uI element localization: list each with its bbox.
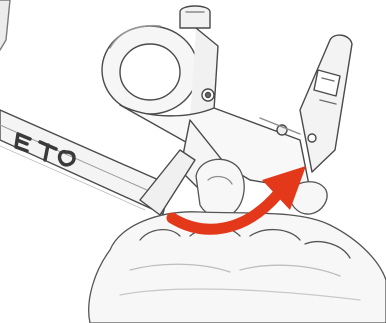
illustration-canvas — [0, 0, 386, 323]
sketch-illustration — [0, 0, 386, 323]
